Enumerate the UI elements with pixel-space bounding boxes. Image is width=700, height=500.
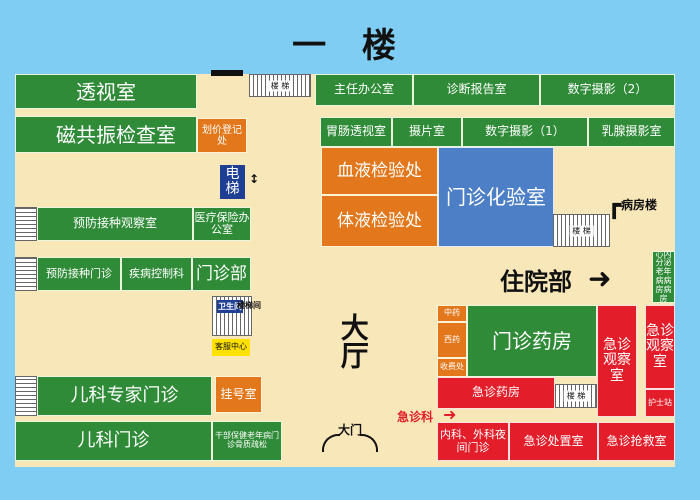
emergency-direction-arrow-icon: ➜ <box>443 405 457 424</box>
mammography-room[interactable]: 乳腺摄影室 <box>588 117 675 147</box>
chinese-medicine-room[interactable]: 中药 <box>437 305 467 322</box>
stair-room-label: 楼梯间 <box>237 301 261 310</box>
page-title: 一 楼 <box>292 26 408 66</box>
geriatric-clinic[interactable]: 干部保健老年病门诊骨质疏松 <box>212 421 282 461</box>
emergency-observation-room-1[interactable]: 急诊观察室 <box>597 305 637 417</box>
digital-imaging-1-room[interactable]: 数字摄影（1） <box>462 117 588 147</box>
floor-area: 透视室 磁共振检查室 划价登记处 楼 梯 主任办公室 诊断报告室 数字摄影（2）… <box>15 70 675 467</box>
top-stairs[interactable]: 楼 梯 <box>249 74 311 97</box>
outpatient-lab[interactable]: 门诊化验室 <box>438 147 554 247</box>
price-registration-room[interactable]: 划价登记处 <box>197 118 247 153</box>
elevator-arrow-icon: ↕ <box>249 172 260 186</box>
pediatric-expert-clinic[interactable]: 儿科专家门诊 <box>37 376 212 416</box>
medical-insurance-office[interactable]: 医疗保险办公室 <box>193 207 251 241</box>
fluoroscopy-room[interactable]: 透视室 <box>15 74 197 109</box>
emergency-rescue-room[interactable]: 急诊抢救室 <box>598 422 675 461</box>
elevator-label: 电梯 <box>225 165 240 197</box>
hall-label: 大厅 <box>336 313 370 369</box>
gate-door-right-icon <box>360 434 378 452</box>
left-stairs-bottom[interactable] <box>15 376 37 416</box>
right-stairs-top[interactable]: 楼 梯 <box>553 214 610 247</box>
western-medicine-room[interactable]: 西药 <box>437 322 467 358</box>
body-fluid-lab[interactable]: 体液检验处 <box>321 195 438 247</box>
inpatient-direction-arrow-icon: ➜ <box>588 262 612 295</box>
vaccination-observation-room[interactable]: 预防接种观察室 <box>37 207 193 241</box>
left-stairs-middle[interactable] <box>15 257 37 291</box>
vaccination-clinic[interactable]: 预防接种门诊 <box>37 257 121 291</box>
wall-marker <box>211 70 243 76</box>
mri-room[interactable]: 磁共振检查室 <box>15 116 197 153</box>
gate-door-left-icon <box>322 434 340 452</box>
digital-imaging-2-room[interactable]: 数字摄影（2） <box>540 74 675 106</box>
emergency-treatment-room[interactable]: 急诊处置室 <box>509 422 598 461</box>
disease-control-room[interactable]: 疾病控制科 <box>121 257 192 291</box>
emergency-department-label: 急诊科 <box>397 410 434 424</box>
customer-service-center[interactable]: 客服中心 <box>212 339 250 356</box>
internal-medicine-ward[interactable]: 心内分泌老年病病房病房 <box>652 250 675 303</box>
film-room[interactable]: 摄片室 <box>392 117 462 147</box>
gi-fluoroscopy-room[interactable]: 胃肠透视室 <box>320 117 392 147</box>
outpatient-pharmacy[interactable]: 门诊药房 <box>467 305 597 377</box>
nurse-station[interactable]: 护士站 <box>645 389 675 417</box>
director-office-room[interactable]: 主任办公室 <box>315 74 413 106</box>
left-stairs-top[interactable] <box>15 207 37 241</box>
small-room-label: 卫生间 <box>217 300 243 313</box>
main-gate-label: 大门 <box>338 423 363 437</box>
emergency-pharmacy[interactable]: 急诊药房 <box>437 377 555 409</box>
inpatient-department-label: 住院部 <box>500 268 572 296</box>
right-stairs-bottom[interactable]: 楼 梯 <box>555 384 597 408</box>
ward-building-label: 病房楼 <box>621 198 658 212</box>
elevator[interactable]: 电梯 <box>220 165 245 199</box>
blood-lab[interactable]: 血液检验处 <box>321 147 438 195</box>
cashier-room[interactable]: 收费处 <box>437 358 467 377</box>
ward-building-arrow-icon: ┏ <box>607 191 622 219</box>
diagnosis-report-room[interactable]: 诊断报告室 <box>413 74 540 106</box>
emergency-observation-room-2[interactable]: 急诊观察室 <box>645 305 675 389</box>
pediatric-clinic[interactable]: 儿科门诊 <box>15 421 212 461</box>
night-clinic[interactable]: 内科、外科夜间门诊 <box>437 422 509 461</box>
outpatient-department[interactable]: 门诊部 <box>192 257 251 291</box>
registration-room[interactable]: 挂号室 <box>215 376 262 413</box>
